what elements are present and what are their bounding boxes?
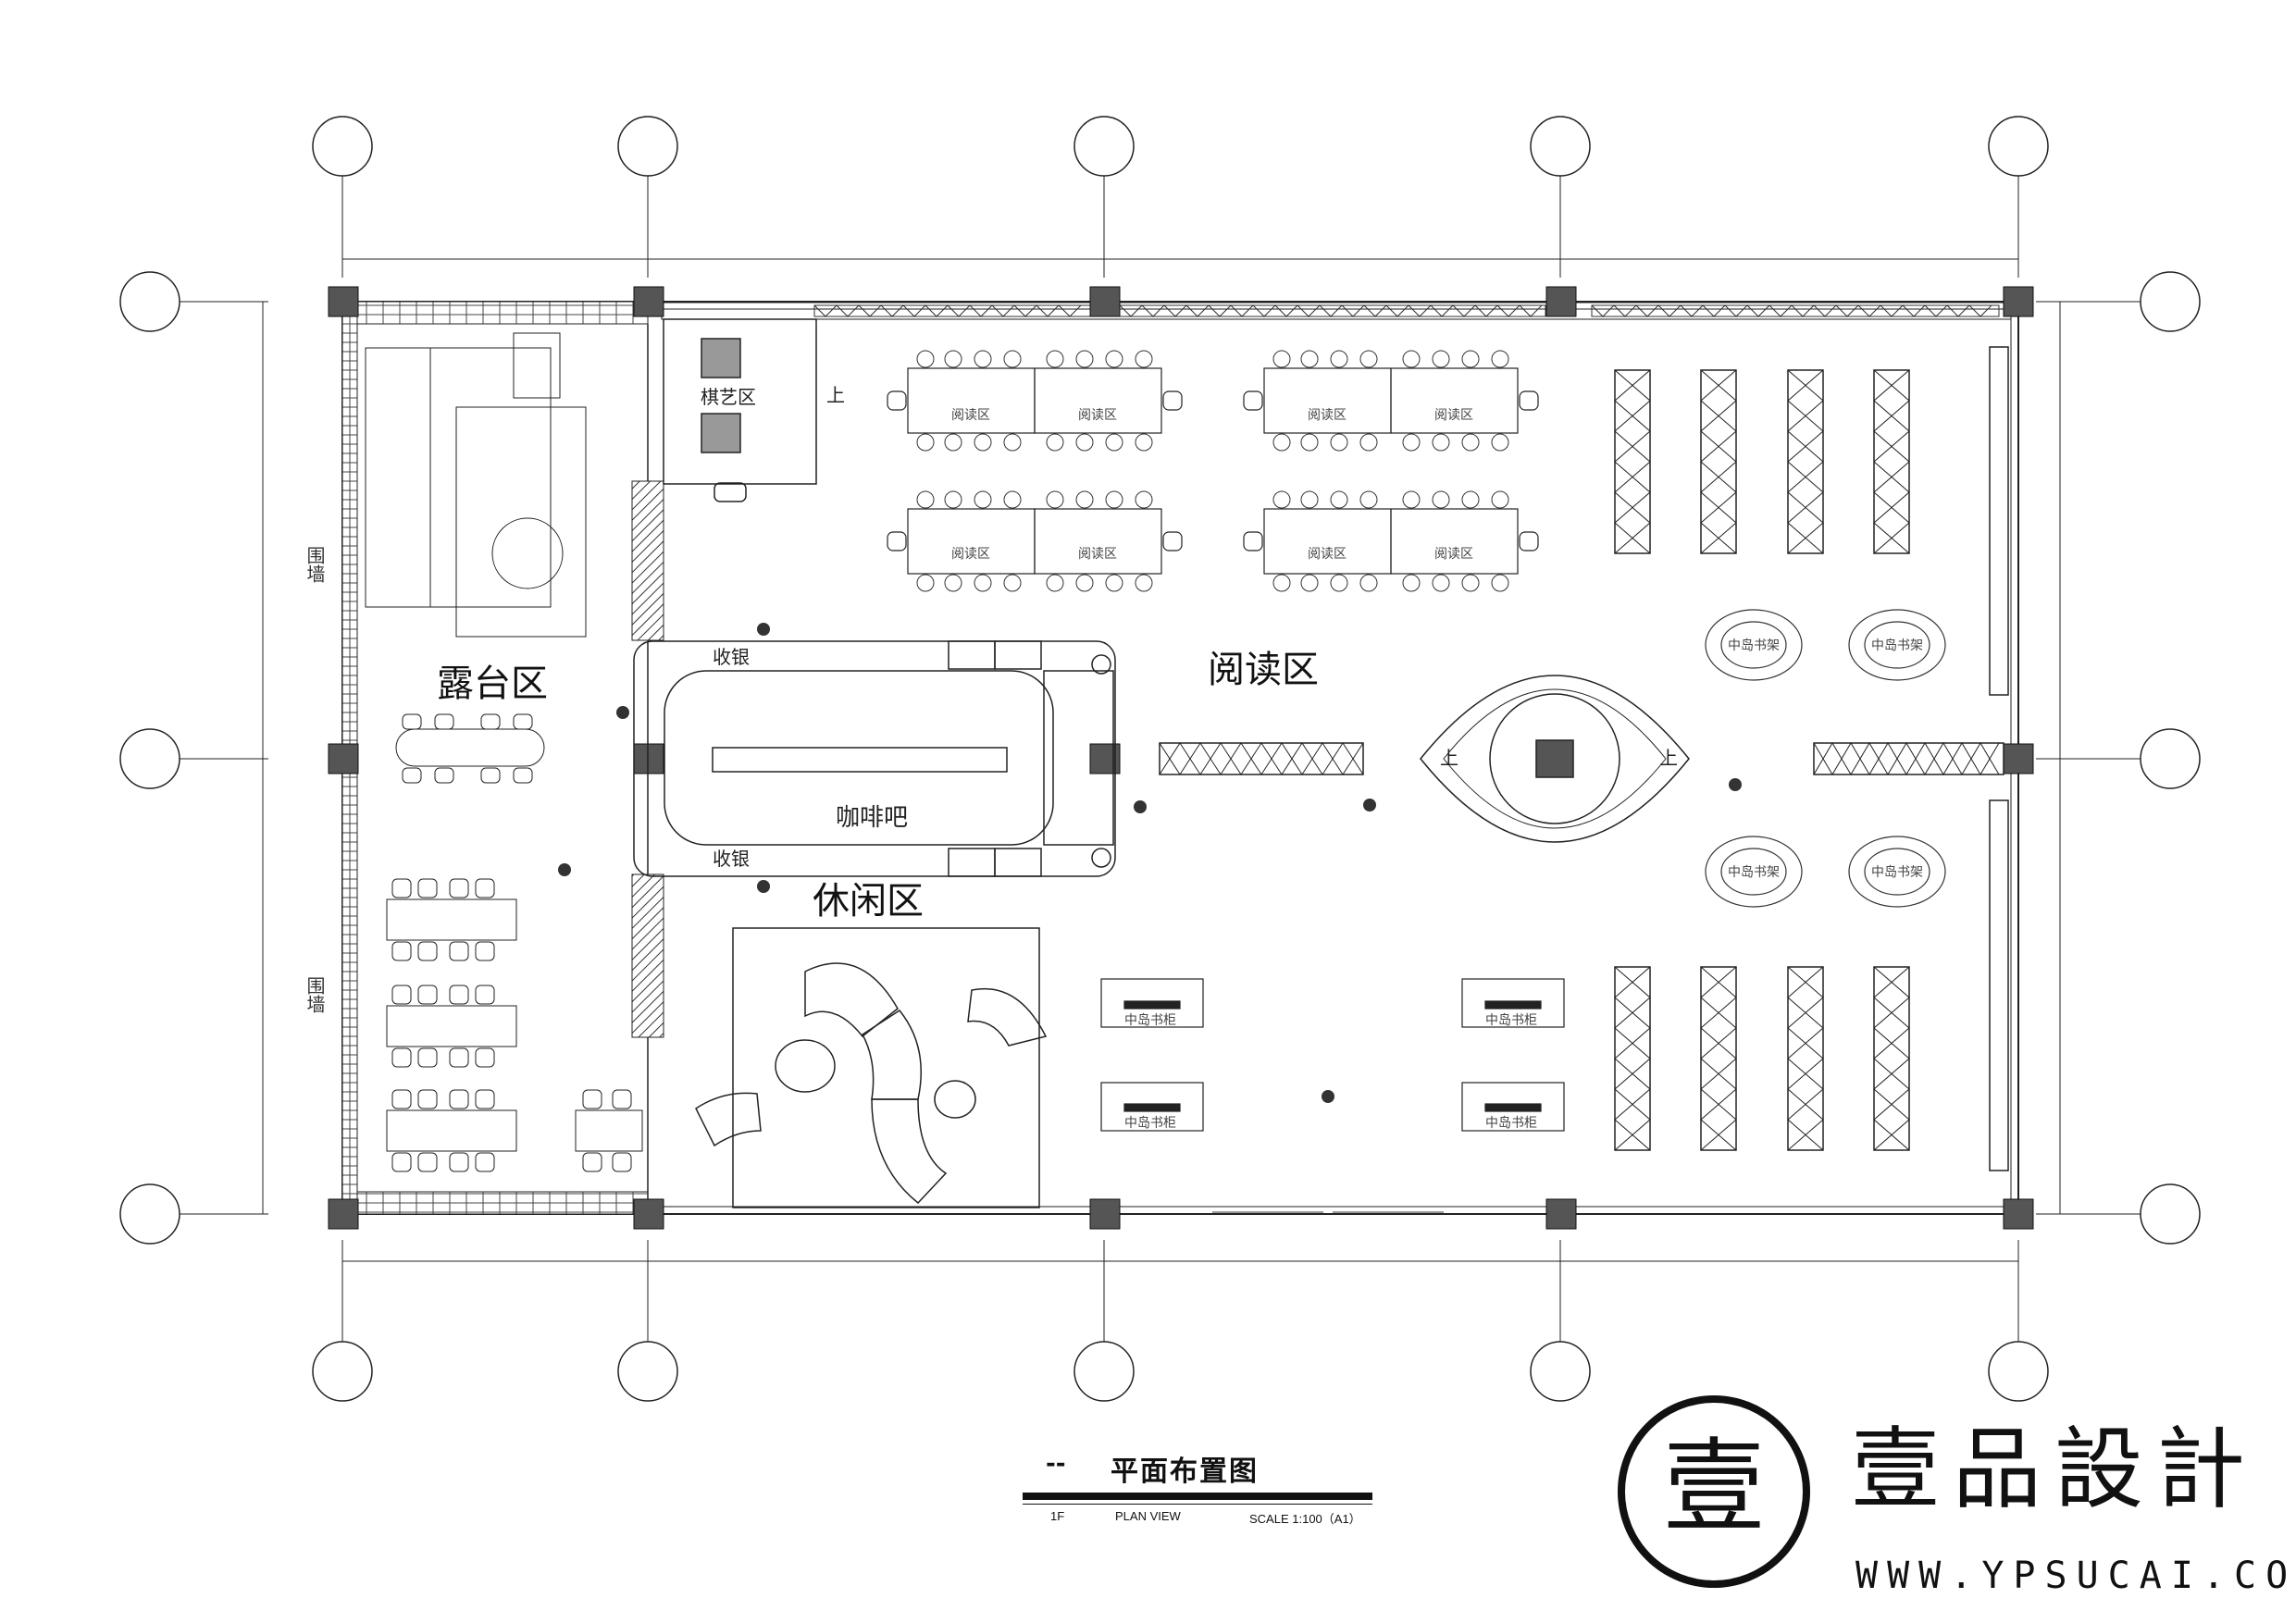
- cafe-bar: [633, 640, 1116, 877]
- island-rack-label: 中岛书架: [1871, 638, 1923, 653]
- title-block: -- 平面布置图 1F PLAN VIEW SCALE 1:100（A1）: [1023, 1448, 1374, 1526]
- central-kiosk: [1420, 675, 1690, 843]
- floor-label: 1F: [1050, 1509, 1065, 1523]
- reading-tables: [887, 367, 1539, 575]
- label-cashier-bottom: 收银: [713, 848, 750, 870]
- zone-labels: 露台区 阅读区 休闲区 咖啡吧 棋艺区 收银 收银 上 上 上 围墙 围墙: [304, 384, 1678, 1013]
- brand-seal-char: 壹: [1663, 1428, 1765, 1546]
- people-figures: [558, 623, 1742, 1103]
- structural-columns: [328, 286, 2034, 1230]
- label-chess: 棋艺区: [701, 386, 756, 408]
- label-up-chess: 上: [826, 384, 845, 406]
- island-rack-label: 中岛书架: [1728, 865, 1780, 880]
- label-wall-bottom: 围墙: [304, 976, 326, 1013]
- drawing-title: 平面布置图: [1111, 1456, 1259, 1488]
- brand-name: 壹品設計: [1851, 1418, 2258, 1521]
- view-label: PLAN VIEW: [1115, 1509, 1181, 1523]
- chess-room: [663, 318, 817, 502]
- label-cafe: 咖啡吧: [836, 804, 908, 832]
- label-leisure: 休闲区: [813, 880, 924, 923]
- island-rack-label: 中岛书架: [1871, 865, 1923, 880]
- title-dash: --: [1046, 1450, 1066, 1478]
- vertical-bookshelves: [1614, 346, 2009, 1171]
- island-shelf-label: 中岛书柜: [1485, 1116, 1537, 1131]
- table-label: 阅读区: [1078, 407, 1117, 423]
- label-cashier-top: 收银: [713, 646, 750, 668]
- leisure-lounge: [695, 927, 1048, 1208]
- axis-bubbles-top: [312, 116, 2049, 177]
- table-label: 阅读区: [1308, 546, 1347, 562]
- label-up-kiosk-left: 上: [1440, 747, 1458, 769]
- label-terrace: 露台区: [437, 663, 548, 705]
- shelf-strips: [1159, 742, 2004, 775]
- building-walls: [341, 301, 2019, 1215]
- brand-seal-logo: 壹: [1618, 1395, 1810, 1588]
- brand-url: WWW.YPSUCAI.COM: [1855, 1555, 2296, 1597]
- table-label: 阅读区: [951, 546, 990, 562]
- label-up-kiosk-right: 上: [1659, 747, 1678, 769]
- island-shelf-label: 中岛书柜: [1124, 1013, 1176, 1028]
- island-shelf-label: 中岛书柜: [1124, 1116, 1176, 1131]
- scale-label: SCALE 1:100（A1）: [1249, 1512, 1361, 1526]
- table-label: 阅读区: [1434, 546, 1473, 562]
- partition-walls: [631, 324, 664, 1199]
- title-rule: [1023, 1504, 1372, 1505]
- grid-axes: [119, 116, 2201, 1402]
- title-bar: [1023, 1493, 1372, 1500]
- table-label: 阅读区: [1078, 546, 1117, 562]
- axis-bubbles-left: [119, 271, 180, 1245]
- terrace-furniture: [365, 332, 643, 1172]
- island-bookcases: [1100, 978, 1565, 1132]
- terrace-tables: [386, 898, 643, 1152]
- island-rack-label: 中岛书架: [1728, 638, 1780, 653]
- axis-bubbles-right: [2140, 271, 2201, 1245]
- label-wall-top: 围墙: [304, 546, 326, 583]
- table-labels: 阅读区 阅读区 阅读区 阅读区 阅读区 阅读区 阅读区 阅读区 中岛书柜 中岛书…: [951, 407, 1923, 1131]
- brand-watermark: 壹 壹品設計 WWW.YPSUCAI.COM: [1615, 1379, 2296, 1610]
- island-racks: [1705, 609, 1946, 908]
- terrace-chairs: [391, 713, 632, 1172]
- label-reading: 阅读区: [1208, 649, 1319, 691]
- reading-chairs: [916, 350, 1509, 592]
- table-label: 阅读区: [1434, 407, 1473, 423]
- table-label: 阅读区: [1308, 407, 1347, 423]
- window-truss: [813, 304, 2000, 317]
- island-shelf-label: 中岛书柜: [1485, 1013, 1537, 1028]
- table-label: 阅读区: [951, 407, 990, 423]
